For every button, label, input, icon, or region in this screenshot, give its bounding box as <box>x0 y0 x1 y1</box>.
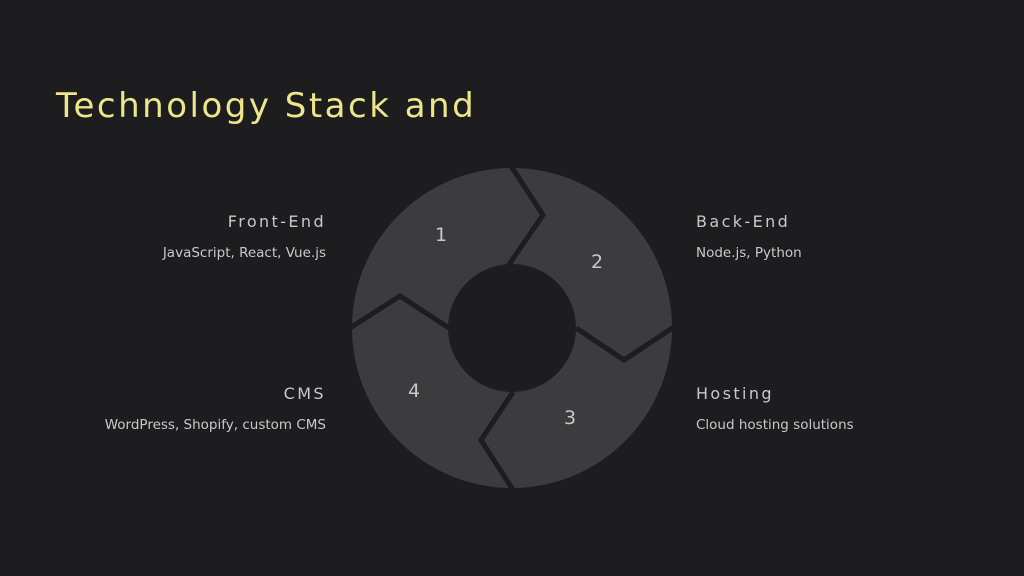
cycle-ring <box>348 164 676 492</box>
label-hosting: Hosting Cloud hosting solutions <box>696 384 956 433</box>
label-front-end-desc: JavaScript, React, Vue.js <box>162 245 326 261</box>
label-back-end-title: Back-End <box>696 212 791 231</box>
slide-title: Technology Stack and <box>56 86 477 126</box>
separator-4-1 <box>348 293 451 331</box>
segment-number-3: 3 <box>564 407 576 429</box>
ring-hole <box>448 264 576 392</box>
label-back-end: Back-End Node.js, Python <box>696 212 956 261</box>
label-back-end-desc: Node.js, Python <box>696 245 802 261</box>
segment-number-2: 2 <box>591 251 603 273</box>
segment-number-4: 4 <box>408 380 420 402</box>
label-hosting-title: Hosting <box>696 384 774 403</box>
label-cms: CMS WordPress, Shopify, custom CMS <box>66 384 326 433</box>
label-hosting-desc: Cloud hosting solutions <box>696 417 854 433</box>
label-front-end-title: Front-End <box>227 212 326 231</box>
separator-1-2 <box>505 164 547 268</box>
segment-number-1: 1 <box>435 224 447 246</box>
separator-3-4 <box>478 390 516 492</box>
label-cms-title: CMS <box>283 384 326 403</box>
separator-2-3 <box>574 324 676 363</box>
label-front-end: Front-End JavaScript, React, Vue.js <box>66 212 326 261</box>
label-cms-desc: WordPress, Shopify, custom CMS <box>104 417 326 433</box>
